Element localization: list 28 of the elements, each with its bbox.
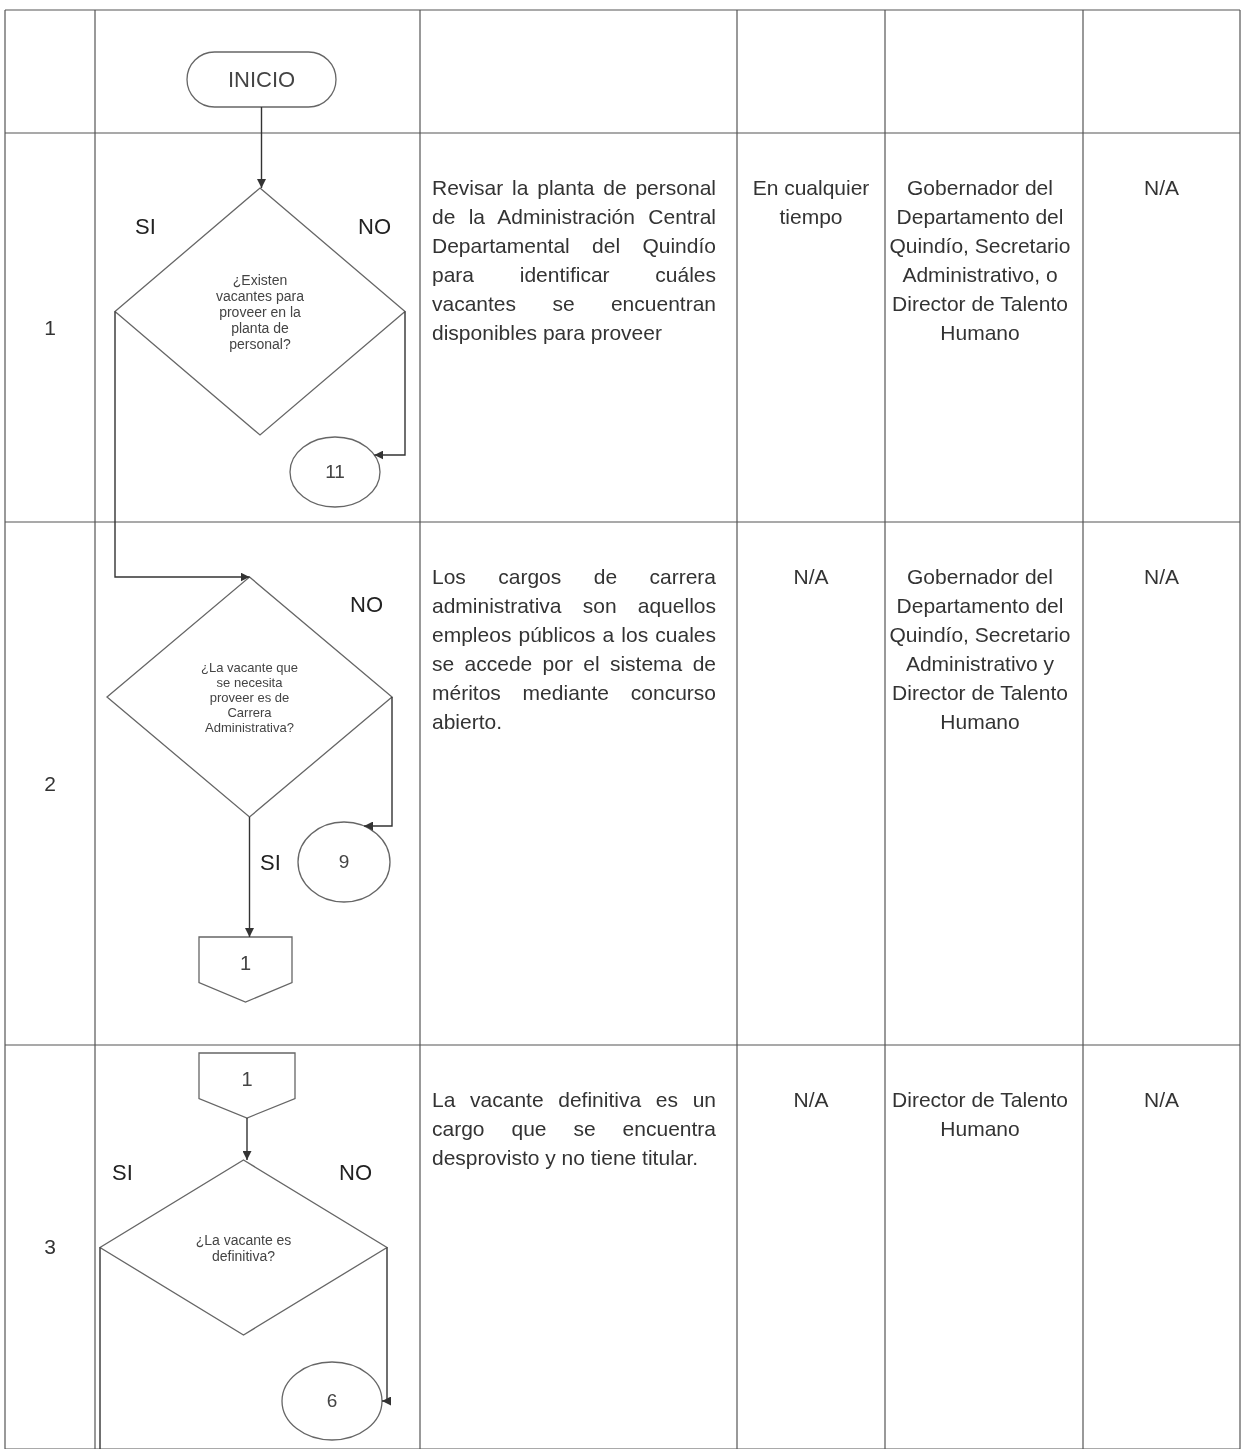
- row-number: 2: [43, 770, 57, 797]
- arrow: [257, 106, 266, 189]
- responsible-text: Gobernador del Departamento del Quindío, Secretario Administrativo, o Director de Talento Humano: [889, 175, 1071, 346]
- time-text: N/A: [792, 564, 830, 590]
- connector-circle: 6: [282, 1362, 382, 1440]
- row-number: 3: [43, 1234, 57, 1260]
- time-text: En cualquier tiempo: [751, 175, 871, 230]
- off-page-connector: 1: [199, 937, 292, 1002]
- arrow: [242, 1117, 252, 1161]
- arrow: [381, 1246, 391, 1406]
- connector-circle: 11: [290, 437, 380, 507]
- description-text: Los cargos de carrera administrativa son aquellos empleos públicos a los cuales se accede por el sistema de méritos mediante concurso abierto.: [432, 564, 716, 735]
- arrow: [114, 310, 251, 582]
- note-text: N/A: [1143, 1087, 1180, 1113]
- description-text: La vacante definitiva es un cargo que se encuentra desprovisto y no tiene titular.: [432, 1087, 716, 1171]
- connector-circle: 9: [298, 822, 390, 902]
- description-text: Revisar la planta de personal de la Administración Central Departamental del Quindío para identificar cuáles vacantes se encuentran disponibles para proveer: [432, 175, 716, 346]
- time-text: N/A: [792, 1087, 830, 1113]
- arrow: [245, 816, 254, 938]
- responsible-text: Director de Talento Humano: [891, 1087, 1069, 1142]
- responsible-text: Gobernador del Departamento del Quindío, Secretario Administrativo y Director de Talento Humano: [889, 564, 1071, 735]
- note-text: N/A: [1143, 564, 1180, 590]
- note-text: N/A: [1143, 175, 1180, 201]
- arrow: [373, 310, 406, 460]
- terminator-box: INICIO: [187, 52, 336, 107]
- row-number: 1: [43, 314, 57, 341]
- off-page-connector: 1: [199, 1053, 295, 1118]
- arrow: [363, 696, 393, 831]
